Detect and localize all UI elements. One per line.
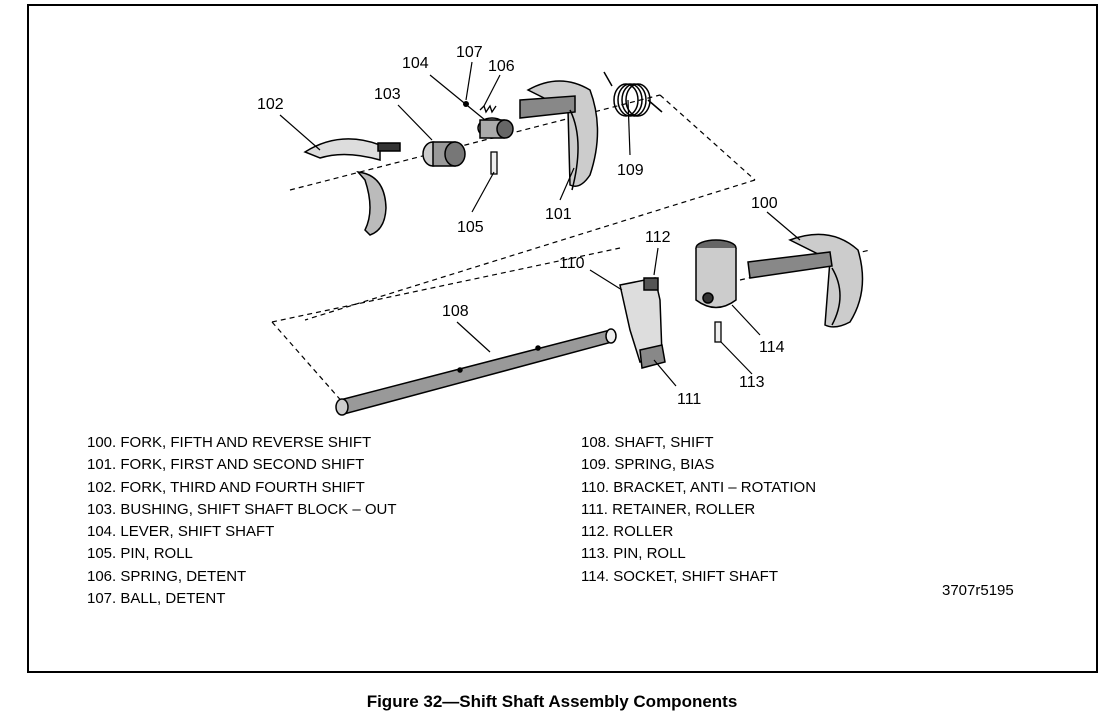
callout-104: 104 — [402, 55, 429, 72]
leader-lines — [279, 61, 801, 387]
legend-item: 102. FORK, THIRD AND FOURTH SHIFT — [87, 478, 365, 496]
legend-item: 107. BALL, DETENT — [87, 590, 226, 608]
callout-107: 107 — [456, 44, 483, 61]
anti-rotation-bracket-part — [619, 277, 666, 369]
legend-right: 108. SHAFT, SHIFT 109. SPRING, BIAS 110.… — [581, 432, 816, 588]
bushing-part — [422, 141, 466, 167]
callout-105: 105 — [457, 219, 484, 236]
lever-part — [477, 117, 514, 139]
legend-item: 114. SOCKET, SHIFT SHAFT — [581, 567, 778, 585]
legend-item: 105. PIN, ROLL — [87, 545, 193, 563]
fork-first-second-part — [519, 80, 599, 191]
callout-103: 103 — [374, 86, 401, 103]
callout-106: 106 — [488, 58, 515, 75]
legend-item: 101. FORK, FIRST AND SECOND SHIFT — [87, 456, 365, 474]
shift-shaft-socket-part — [695, 239, 737, 309]
shift-shaft-part — [335, 328, 617, 416]
legend-item: 100. FORK, FIFTH AND REVERSE SHIFT — [87, 434, 372, 451]
callout-113: 113 — [739, 374, 765, 391]
legend-item: 104. LEVER, SHIFT SHAFT — [87, 523, 275, 541]
legend-item: 112. ROLLER — [581, 523, 674, 541]
roll-pin-2-part — [714, 321, 722, 343]
callout-109: 109 — [617, 162, 644, 179]
legend-item: 111. RETAINER, ROLLER — [581, 500, 756, 518]
fork-fifth-reverse-part — [747, 233, 864, 328]
fork-third-fourth-part — [303, 138, 401, 236]
callout-110: 110 — [559, 255, 585, 272]
callout-101: 101 — [545, 206, 572, 223]
roll-pin-part — [490, 151, 498, 175]
legend-item: 113. PIN, ROLL — [581, 545, 686, 563]
legend-item: 110. BRACKET, ANTI – ROTATION — [581, 478, 817, 496]
callout-108: 108 — [442, 303, 469, 320]
callout-100: 100 — [751, 195, 778, 212]
legend-item: 108. SHAFT, SHIFT — [581, 434, 714, 451]
legend-item: 109. SPRING, BIAS — [581, 456, 715, 474]
exploded-view-diagram: 102 103 104 107 106 105 101 109 100 112 … — [257, 44, 871, 416]
legend-item: 106. SPRING, DETENT — [87, 567, 247, 585]
detent-spring-part — [479, 104, 497, 114]
callout-102: 102 — [257, 96, 284, 113]
figure-caption: Figure 32—Shift Shaft Assembly Component… — [366, 692, 738, 711]
figure-frame — [27, 4, 1098, 673]
reference-code: 3707r5195 — [942, 582, 1014, 599]
legend-left: 100. FORK, FIFTH AND REVERSE SHIFT 101. … — [87, 432, 397, 610]
bias-spring-part — [603, 71, 663, 117]
legend-item: 103. BUSHING, SHIFT SHAFT BLOCK – OUT — [87, 500, 397, 518]
callout-114: 114 — [759, 339, 785, 356]
callout-112: 112 — [645, 229, 671, 246]
callout-111: 111 — [677, 391, 701, 408]
